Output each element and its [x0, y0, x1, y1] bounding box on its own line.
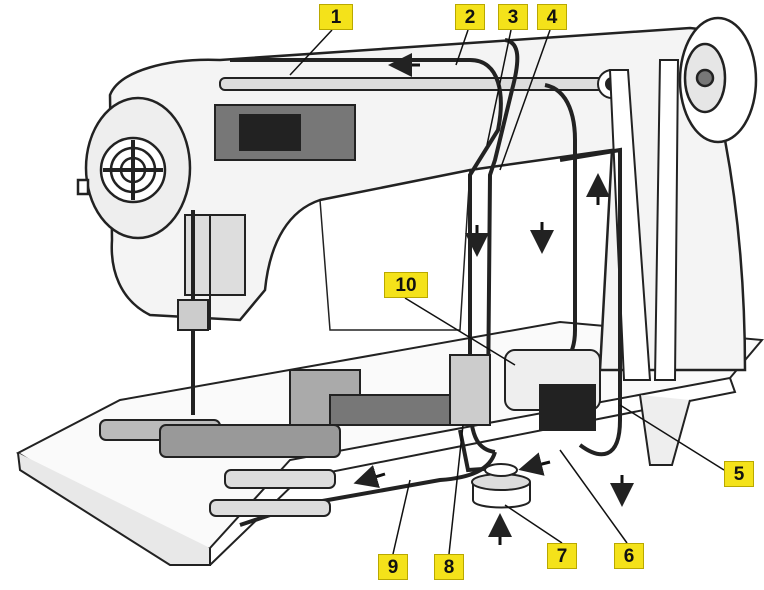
oil-reservoir: [471, 463, 531, 509]
callout-1: 1: [319, 4, 353, 30]
needle-bar-mechanism: [177, 104, 356, 415]
drive-belt: [608, 59, 680, 381]
callout-6: 6: [614, 543, 644, 569]
callout-10: 10: [384, 272, 428, 298]
callout-4: 4: [537, 4, 567, 30]
callout-9: 9: [378, 554, 408, 580]
end-cover-motor: [76, 96, 192, 240]
callout-7: 7: [547, 543, 577, 569]
hook-drive-mechanism: [99, 349, 601, 517]
callout-8: 8: [434, 554, 464, 580]
flow-direction-arrow: [353, 53, 634, 545]
callout-5: 5: [724, 461, 754, 487]
leader-lines: [289, 29, 725, 555]
callout-2: 2: [455, 4, 485, 30]
handwheel-icon: [678, 16, 758, 144]
callout-3: 3: [498, 4, 528, 30]
